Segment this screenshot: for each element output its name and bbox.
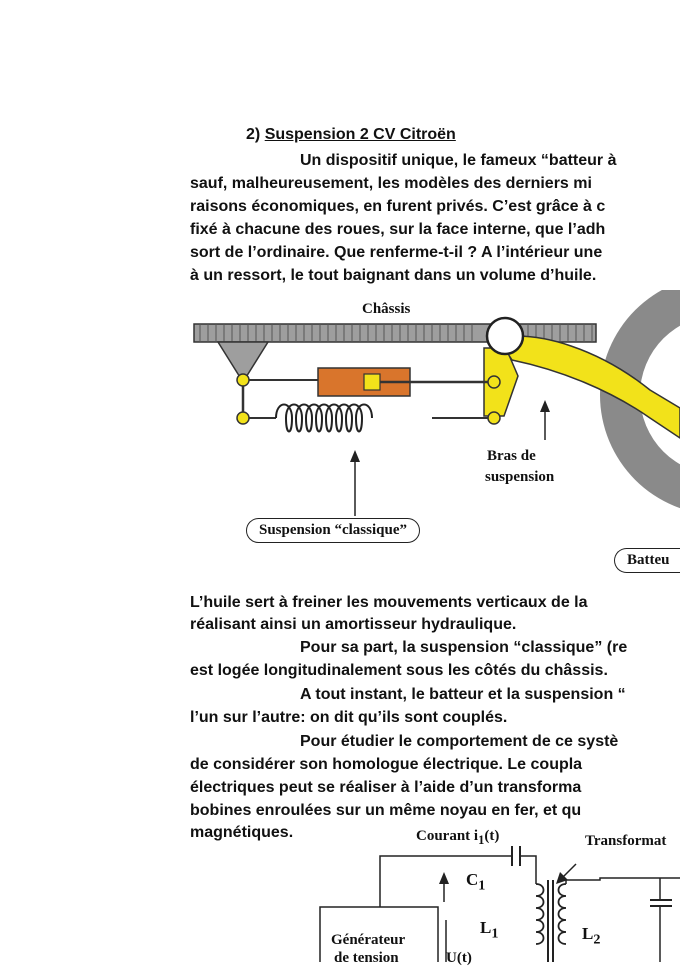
label-chassis: Châssis bbox=[362, 301, 411, 317]
c1-subscript: 1 bbox=[478, 877, 486, 894]
label-c1: C1 bbox=[466, 870, 485, 894]
generator-box bbox=[319, 906, 439, 962]
spring-coil bbox=[275, 403, 373, 433]
paragraph1-line-1: Un dispositif unique, le fameux “batteur… bbox=[300, 152, 617, 169]
courant-suffix: (t) bbox=[484, 828, 500, 844]
label-generateur-line2: de tension bbox=[334, 950, 399, 966]
paragraph1-line-6: à un ressort, le tout baignant dans un v… bbox=[190, 267, 597, 284]
courant-prefix: Courant i bbox=[416, 828, 479, 844]
main-pivot bbox=[485, 316, 525, 356]
l1-letter: L bbox=[480, 918, 492, 937]
l2-letter: L bbox=[582, 924, 594, 943]
paragraph1-line-5: sort de l’ordinaire. Que renferme-t-il ?… bbox=[190, 244, 603, 261]
damper-piston bbox=[363, 373, 381, 391]
paragraph2-line-8: de considérer son homologue électrique. … bbox=[190, 756, 583, 773]
paragraph2-line-3: Pour sa part, la suspension “classique” … bbox=[300, 639, 628, 656]
paragraph2-line-9: électriques peut se réaliser à l’aide d’… bbox=[190, 779, 582, 796]
arrow-suspension bbox=[350, 450, 360, 462]
joint-left-top bbox=[236, 373, 250, 387]
suspension-diagram bbox=[193, 290, 680, 516]
section-number: 2) bbox=[246, 126, 261, 143]
paragraph1-line-3: raisons économiques, en furent privés. C… bbox=[190, 198, 606, 215]
c1-letter: C bbox=[466, 870, 479, 889]
label-l1: L1 bbox=[480, 918, 498, 942]
paragraph2-line-5: A tout instant, le batteur et la suspens… bbox=[300, 686, 626, 703]
paragraph1-line-4: fixé à chacune des roues, sur la face in… bbox=[190, 221, 606, 238]
paragraph2-line-2: réalisant ainsi un amortisseur hydrauliq… bbox=[190, 616, 517, 633]
courant-subscript: 1 bbox=[478, 833, 485, 847]
label-suspension-classique: Suspension “classique” bbox=[246, 518, 420, 543]
left-bracket bbox=[216, 341, 270, 384]
paragraph2-line-10: bobines enroulées sur un même noyau en f… bbox=[190, 802, 582, 819]
l2-subscript: 2 bbox=[593, 931, 601, 948]
transformer-arrow bbox=[556, 872, 568, 884]
section-title: Suspension 2 CV Citroën bbox=[264, 126, 456, 143]
label-bras-line2: suspension bbox=[485, 469, 555, 485]
inductor-l1 bbox=[535, 883, 545, 945]
paragraph2-line-6: l’un sur l’autre: on dit qu’ils sont cou… bbox=[190, 709, 508, 726]
joint-right-bottom bbox=[487, 411, 501, 425]
joint-right-top bbox=[487, 375, 501, 389]
label-transformateur: Transformat bbox=[585, 833, 667, 849]
label-batteur: Batteu bbox=[614, 548, 680, 573]
inductor-l2 bbox=[557, 883, 567, 945]
label-courant: Courant i1(t) bbox=[416, 828, 499, 848]
current-arrow bbox=[439, 872, 449, 884]
paragraph2-line-11: magnétiques. bbox=[190, 824, 294, 841]
paragraph2-line-7: Pour étudier le comportement de ce systè bbox=[300, 733, 619, 750]
arrow-bras bbox=[540, 400, 550, 412]
paragraph2-line-1: L’huile sert à freiner les mouvements ve… bbox=[190, 594, 588, 611]
label-u: U(t) bbox=[446, 950, 472, 966]
wire-top-right bbox=[565, 877, 680, 884]
joint-left-bottom bbox=[236, 411, 250, 425]
label-generateur-line1: Générateur bbox=[331, 932, 406, 948]
label-bras-line1: Bras de bbox=[487, 448, 536, 464]
l1-subscript: 1 bbox=[491, 925, 499, 942]
paragraph1-line-2: sauf, malheureusement, les modèles des d… bbox=[190, 175, 592, 192]
circuit-diagram bbox=[319, 846, 680, 962]
suspension-arm bbox=[496, 335, 680, 439]
paragraph2-line-4: est logée longitudinalement sous les côt… bbox=[190, 662, 608, 679]
label-l2: L2 bbox=[582, 924, 600, 948]
section-heading: 2) Suspension 2 CV Citroën bbox=[246, 126, 456, 144]
